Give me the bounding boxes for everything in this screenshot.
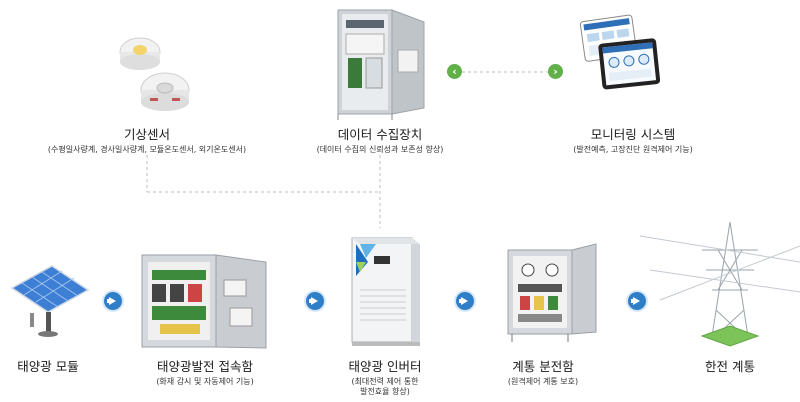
distribution-box-icon xyxy=(507,243,597,342)
flow-arrow-icon xyxy=(456,292,474,310)
chevron-left-icon[interactable]: ‹ xyxy=(447,64,462,79)
inverter-title: 태양광 인버터 xyxy=(348,359,422,374)
grid-title: 한전 계통 xyxy=(705,359,755,374)
weather-sensor-label: 기상센서 (수평일사량계, 경사일사량계, 모듈온도센서, 외기온도센서) xyxy=(40,124,254,155)
pv-module-title: 태양광 모듈 xyxy=(17,359,79,374)
junction-box-title: 태양광발전 접속함 xyxy=(157,359,253,374)
chevron-right-icon[interactable]: › xyxy=(548,64,563,79)
solar-panel-icon xyxy=(10,265,90,337)
junction-box-icon xyxy=(141,254,267,349)
monitoring-label: 모니터링 시스템 (발전예측, 고장진단 원격제어 기능) xyxy=(538,124,728,155)
flow-arrow-icon xyxy=(628,292,646,310)
inverter-label: 태양광 인버터 (최대전력 제어 통한 발전효율 향상) xyxy=(320,356,450,397)
data-collector-title: 데이터 수집장치 xyxy=(337,127,423,142)
distribution-title: 계통 분전함 xyxy=(512,359,574,374)
monitoring-title: 모니터링 시스템 xyxy=(590,127,676,142)
weather-sensor-subtitle: (수평일사량계, 경사일사량계, 모듈온도센서, 외기온도센서) xyxy=(47,145,247,154)
data-collector-label: 데이터 수집장치 (데이터 수집의 신뢰성과 보존성 향상) xyxy=(290,124,470,155)
junction-box-label: 태양광발전 접속함 (화재 감시 및 자동제어 기능) xyxy=(130,356,280,387)
weather-sensor-title: 기상센서 xyxy=(123,127,170,142)
weather-sensor-icon xyxy=(119,37,190,111)
inverter-subtitle: (최대전력 제어 통한 xyxy=(351,377,419,386)
data-collector-cabinet-icon xyxy=(337,9,425,120)
inverter-subtitle-2: 발전효율 향상) xyxy=(360,387,410,396)
transmission-tower-icon xyxy=(639,221,800,347)
monitoring-tablet-icon xyxy=(579,14,661,90)
distribution-label: 계통 분전함 (원격제어 계통 보호) xyxy=(478,356,608,387)
data-collector-subtitle: (데이터 수집의 신뢰성과 보존성 향상) xyxy=(316,145,444,154)
distribution-subtitle: (원격제어 계통 보호) xyxy=(507,377,579,386)
monitoring-subtitle: (발전예측, 고장진단 원격제어 기능) xyxy=(573,145,693,154)
junction-box-subtitle: (화재 감시 및 자동제어 기능) xyxy=(156,377,254,386)
flow-arrow-icon xyxy=(306,292,324,310)
dashed-connectors xyxy=(146,71,553,228)
pv-module-label: 태양광 모듈 xyxy=(0,356,96,375)
flow-arrow-icon xyxy=(104,292,122,310)
grid-label: 한전 계통 xyxy=(680,356,780,375)
inverter-icon xyxy=(351,237,420,346)
